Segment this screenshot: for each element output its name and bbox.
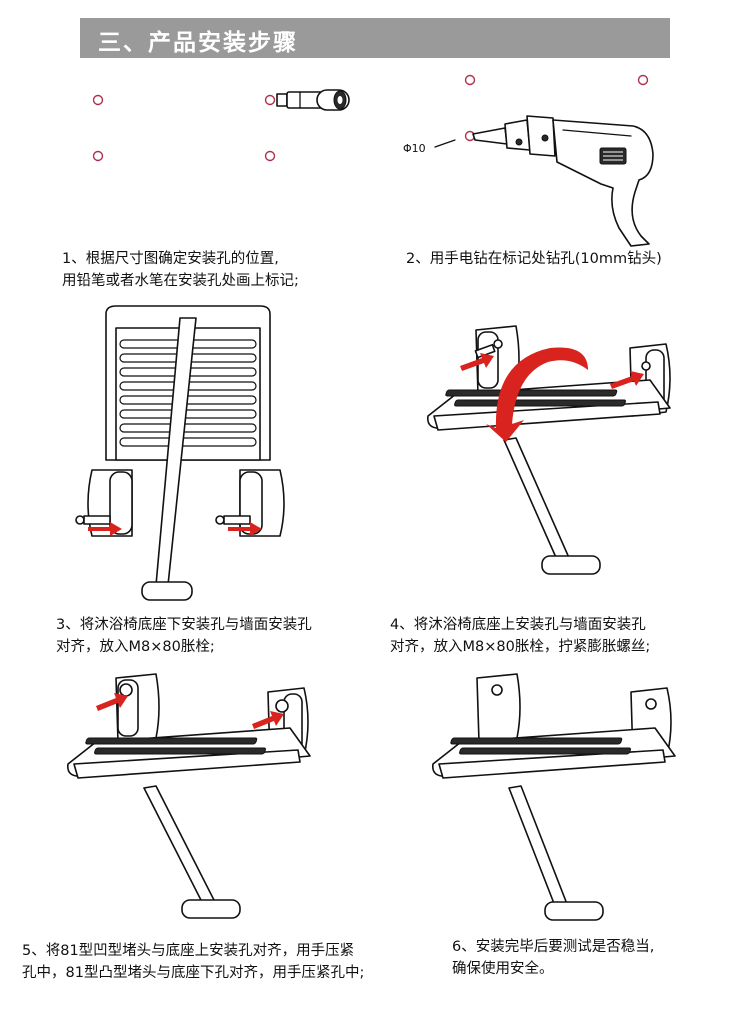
bolt-left-icon xyxy=(75,515,122,536)
seat-frame-icon xyxy=(427,379,671,575)
step5-figure xyxy=(67,673,311,919)
wall-bracket-right xyxy=(239,469,285,537)
step3-figure xyxy=(75,305,285,601)
wall-bracket-left xyxy=(476,673,521,743)
section-title: 三、产品安装步骤 xyxy=(98,30,298,56)
folded-seat-icon xyxy=(105,305,271,601)
drill-diameter-label: Φ10 xyxy=(403,142,426,155)
step6-figure xyxy=(432,673,676,921)
bolt-right-icon xyxy=(610,361,651,389)
wall-bracket-left xyxy=(87,469,133,537)
bolt-left-icon xyxy=(460,339,503,371)
step4-figure xyxy=(427,325,671,575)
expansion-anchor-icon xyxy=(264,89,350,111)
electric-drill-icon xyxy=(472,115,654,247)
step6-caption: 6、安装完毕后要测试是否稳当, 确保使用安全。 xyxy=(452,939,655,977)
mark-hole-icon xyxy=(92,94,104,106)
step5-caption: 5、将81型凹型堵头与底座上安装孔对齐，用手压紧 孔中，81型凸型堵头与底座下孔… xyxy=(22,943,365,981)
step3-caption: 3、将沐浴椅底座下安装孔与墙面安装孔 对齐，放入M8×80胀栓; xyxy=(56,617,312,655)
step4-caption: 4、将沐浴椅底座上安装孔与墙面安装孔 对齐，放入M8×80胀栓，拧紧膨胀螺丝; xyxy=(390,617,651,655)
cap-press-left-icon xyxy=(96,683,133,711)
seat-frame-icon xyxy=(432,727,676,921)
mark-hole-icon xyxy=(92,150,104,162)
step1-figure xyxy=(92,89,350,162)
mark-hole-icon xyxy=(264,150,276,162)
bolt-right-icon xyxy=(215,515,262,536)
cap-press-right-icon xyxy=(252,699,289,729)
mark-hole-icon xyxy=(464,74,476,86)
seat-frame-icon xyxy=(67,727,311,919)
rotate-arrow-icon xyxy=(486,347,588,442)
wall-bracket-left xyxy=(115,673,160,743)
step2-caption: 2、用手电钻在标记处钻孔(10mm钻头) xyxy=(406,251,662,267)
step2-figure: Φ10 xyxy=(403,74,654,247)
mark-hole-icon xyxy=(637,74,649,86)
section-header: 三、产品安装步骤 xyxy=(80,18,670,58)
step1-caption: 1、根据尺寸图确定安装孔的位置, 用铅笔或者水笔在安装孔处画上标记; xyxy=(62,251,299,289)
